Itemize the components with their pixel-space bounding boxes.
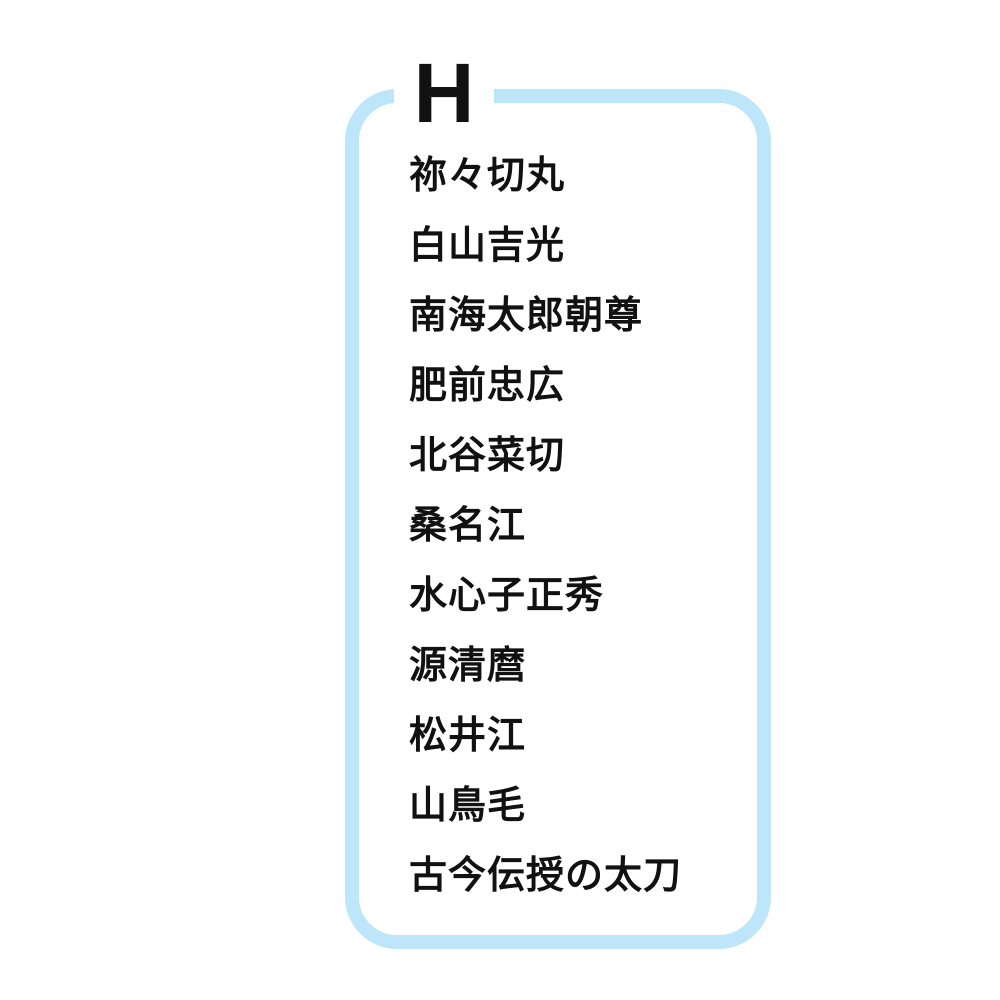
list-item: 白山吉光: [409, 223, 566, 267]
list-item: 松井江: [409, 713, 527, 757]
section-heading: H: [394, 48, 494, 138]
list-item: 肥前忠広: [409, 363, 566, 407]
name-list: 祢々切丸 白山吉光 南海太郎朝尊 肥前忠広 北谷菜切 桑名江 水心子正秀 源清麿…: [409, 140, 682, 910]
list-item: 古今伝授の太刀: [409, 853, 683, 897]
list-item: 源清麿: [409, 643, 527, 687]
list-item: 北谷菜切: [409, 433, 566, 477]
list-item: 山鳥毛: [409, 783, 527, 827]
list-item: 桑名江: [409, 503, 527, 547]
list-item: 水心子正秀: [409, 573, 605, 617]
list-item: 祢々切丸: [409, 153, 566, 197]
list-item: 南海太郎朝尊: [409, 293, 644, 337]
